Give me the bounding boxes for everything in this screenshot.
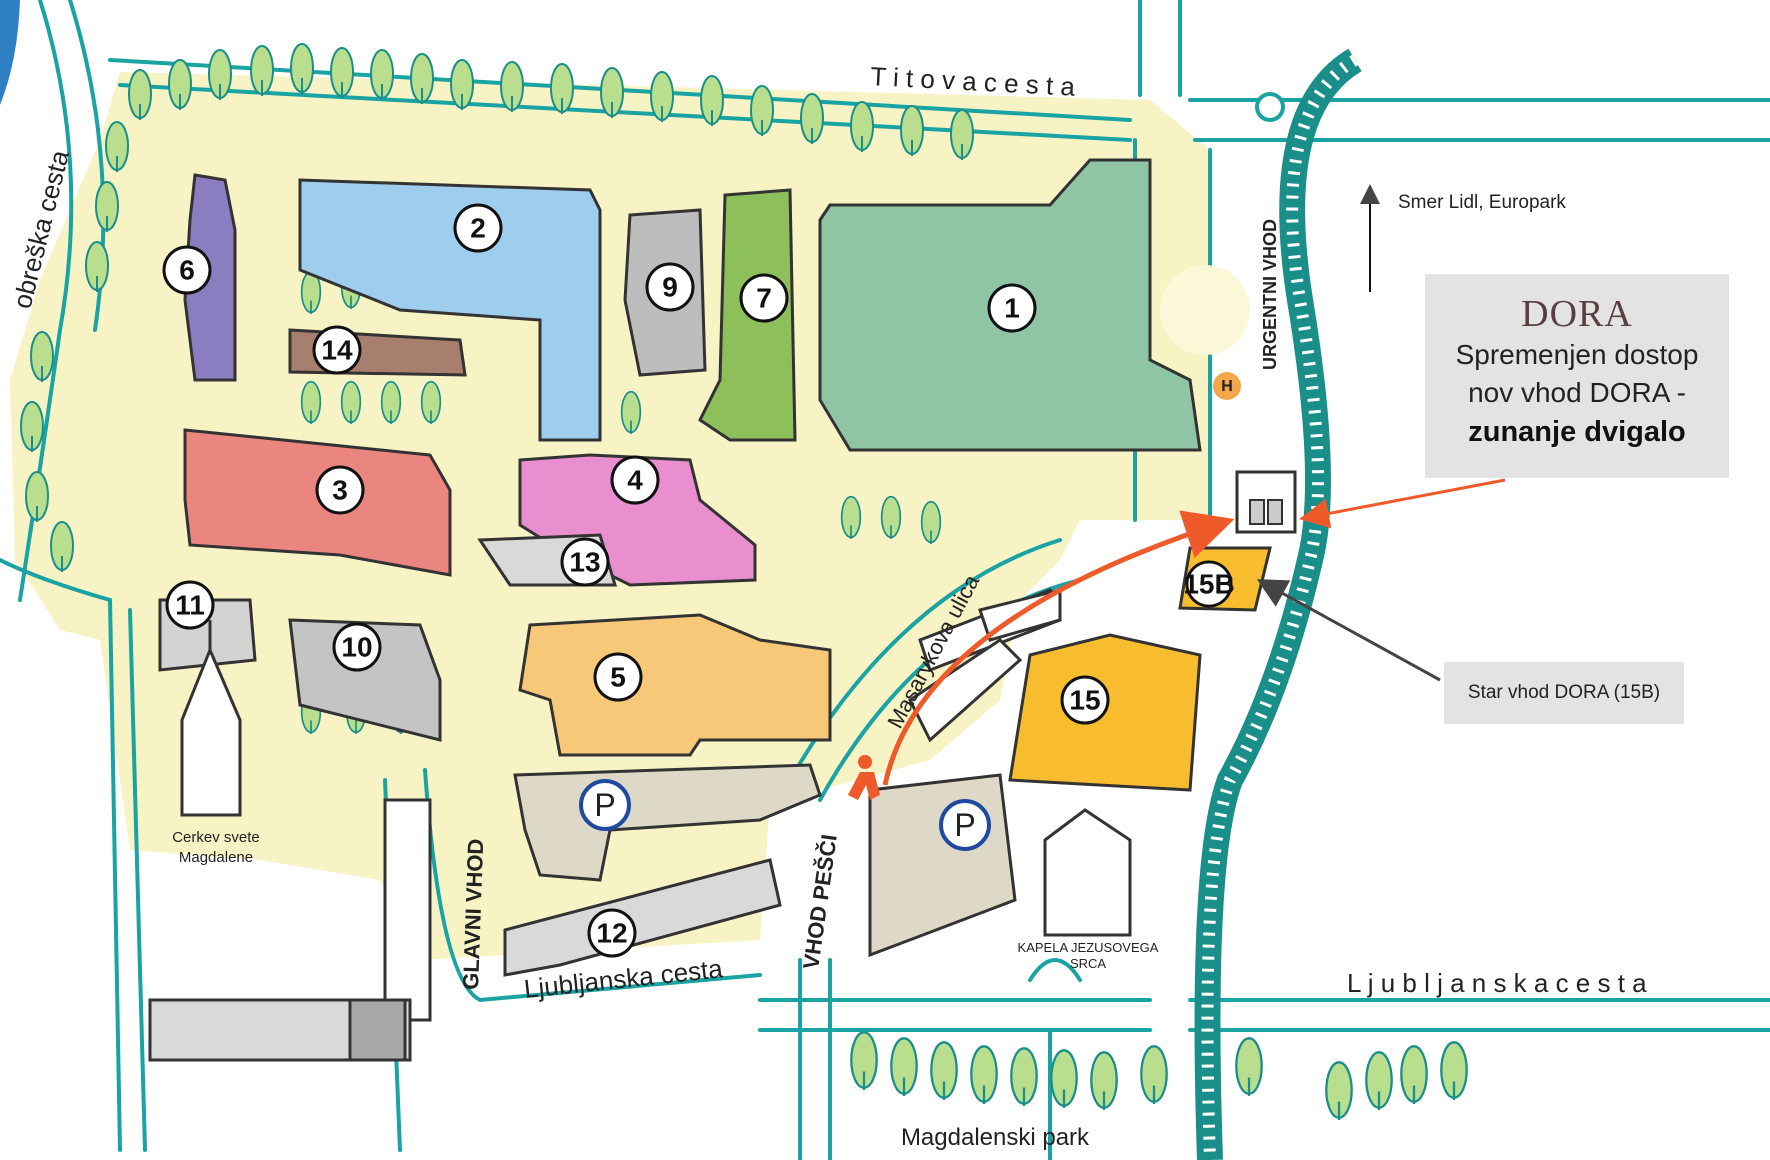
building-10[interactable] [288, 618, 442, 742]
chapel-icon [1043, 808, 1132, 937]
building-12[interactable] [503, 858, 782, 977]
old-entrance-pointer-arrow [1256, 579, 1441, 682]
building-5-number: 5 [610, 662, 626, 693]
dora-panel-line1: Spremenjen dostop [1455, 339, 1699, 370]
helipad-area [1160, 265, 1250, 400]
dora-panel-line3: zunanje dvigalo [1468, 416, 1686, 448]
elevator-pointer-arrow [1299, 478, 1506, 529]
building-14-number: 14 [321, 335, 353, 366]
chapel-label-line2: SRCA [1070, 956, 1106, 971]
emergency-entrance-label: URGENTNI VHOD [1260, 219, 1280, 370]
church-label-line2: Magdalene [179, 849, 253, 866]
building-15-number: 15 [1069, 685, 1100, 716]
street-ljubljanska-cesta-east: L j u b l j a n s k a c e s t a [1347, 968, 1647, 998]
water [0, 0, 20, 105]
building-12-number: 12 [596, 918, 627, 949]
chapel-label-line1: KAPELA JEZUSOVEGA [1018, 940, 1159, 955]
railway [1194, 48, 1363, 1160]
park-label: Magdalenski park [901, 1124, 1090, 1151]
building-2[interactable] [298, 178, 602, 442]
pedestrian-entrance-label: VHOD PEŠČI [798, 833, 842, 971]
helipad-label: H [1221, 378, 1233, 395]
dora-panel-line2: nov vhod DORA - [1468, 377, 1686, 408]
building-15b-number: 15B [1183, 569, 1234, 600]
parking-signs [579, 779, 991, 851]
parking-south[interactable] [868, 773, 1017, 958]
old-entrance-panel: Star vhod DORA (15B) [1444, 662, 1684, 724]
church-label-line1: Cerkev svete [172, 829, 260, 846]
main-entrance-label: GLAVNI VHOD [458, 838, 488, 990]
external-elevator-icon[interactable] [1235, 470, 1297, 534]
building-numbers: 1 2 3 4 5 6 7 9 10 11 12 13 14 15 15B [162, 203, 1235, 958]
dora-info-panel: DORA Spremenjen dostop nov vhod DORA - z… [1425, 274, 1729, 478]
building-3[interactable] [183, 428, 452, 577]
building-5[interactable] [518, 613, 832, 757]
building-3-number: 3 [332, 475, 348, 506]
access-route-arrow [882, 510, 1235, 786]
pedestrian-icon [848, 755, 880, 800]
building-6-number: 6 [179, 255, 195, 286]
building-1-number: 1 [1004, 293, 1020, 324]
parking-south-label: P [954, 807, 975, 843]
building-7-number: 7 [756, 283, 772, 314]
building-2-number: 2 [470, 213, 486, 244]
building-10-number: 10 [341, 632, 372, 663]
dora-logo: DORA [1521, 293, 1633, 335]
building-9-number: 9 [662, 272, 678, 303]
church-icon [180, 620, 242, 817]
building-4-number: 4 [627, 465, 643, 496]
direction-label: Smer Lidl, Europark [1398, 192, 1566, 213]
building-13-number: 13 [569, 547, 600, 578]
roundabout [1255, 92, 1285, 122]
building-11-number: 11 [175, 590, 205, 621]
parking-main-label: P [594, 787, 615, 823]
grey-block [148, 998, 412, 1062]
